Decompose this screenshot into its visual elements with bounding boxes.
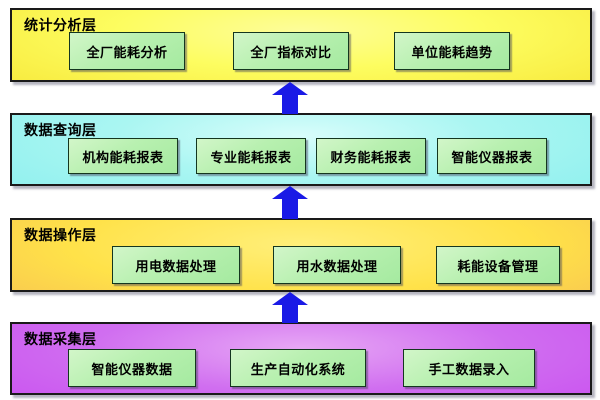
layer-title-statistics-analysis: 统计分析层: [24, 18, 97, 34]
layer-panel-data-acquisition: 数据采集层 智能仪器数据 生产自动化系统 手工数据录入: [10, 322, 592, 395]
layer-panel-data-operation: 数据操作层 用电数据处理 用水数据处理 耗能设备管理: [10, 218, 592, 292]
node-box-quan-chang-zhi-biao-dui-bi[interactable]: 全厂指标对比: [233, 32, 349, 70]
node-box-zhuan-ye-neng-hao-bao-biao[interactable]: 专业能耗报表: [196, 138, 306, 174]
layer-panel-statistics-analysis: 统计分析层 全厂能耗分析 全厂指标对比 单位能耗趋势: [10, 8, 592, 82]
node-box-quan-chang-neng-hao-fen-xi[interactable]: 全厂能耗分析: [69, 32, 185, 70]
node-box-hao-neng-she-bei-guan-li[interactable]: 耗能设备管理: [436, 246, 560, 284]
layer-title-data-operation: 数据操作层: [24, 228, 97, 244]
node-box-zhi-neng-yi-qi-shu-ju[interactable]: 智能仪器数据: [68, 349, 196, 387]
node-box-dan-wei-neng-hao-qu-shi[interactable]: 单位能耗趋势: [394, 32, 510, 70]
flow-arrow-up-icon-query-to-statistics: [271, 82, 309, 114]
node-box-yong-dian-shu-ju-chu-li[interactable]: 用电数据处理: [112, 246, 240, 284]
layer-title-data-acquisition: 数据采集层: [24, 332, 97, 348]
node-box-ji-gou-neng-hao-bao-biao[interactable]: 机构能耗报表: [68, 138, 178, 174]
layer-title-data-query: 数据查询层: [24, 123, 97, 139]
flow-arrow-up-icon-operation-to-query: [271, 186, 309, 219]
node-box-yong-shui-shu-ju-chu-li[interactable]: 用水数据处理: [273, 246, 401, 284]
node-box-cai-wu-neng-hao-bao-biao[interactable]: 财务能耗报表: [316, 138, 426, 174]
node-box-zhi-neng-yi-qi-bao-biao[interactable]: 智能仪器报表: [437, 138, 547, 174]
node-box-sheng-chan-zi-dong-hua-xi-tong[interactable]: 生产自动化系统: [230, 349, 366, 387]
layer-panel-data-query: 数据查询层 机构能耗报表 专业能耗报表 财务能耗报表 智能仪器报表: [10, 113, 592, 186]
flow-arrow-up-icon-acquisition-to-operation: [271, 292, 309, 323]
node-box-shou-gong-shu-ju-lu-ru[interactable]: 手工数据录入: [403, 349, 535, 387]
